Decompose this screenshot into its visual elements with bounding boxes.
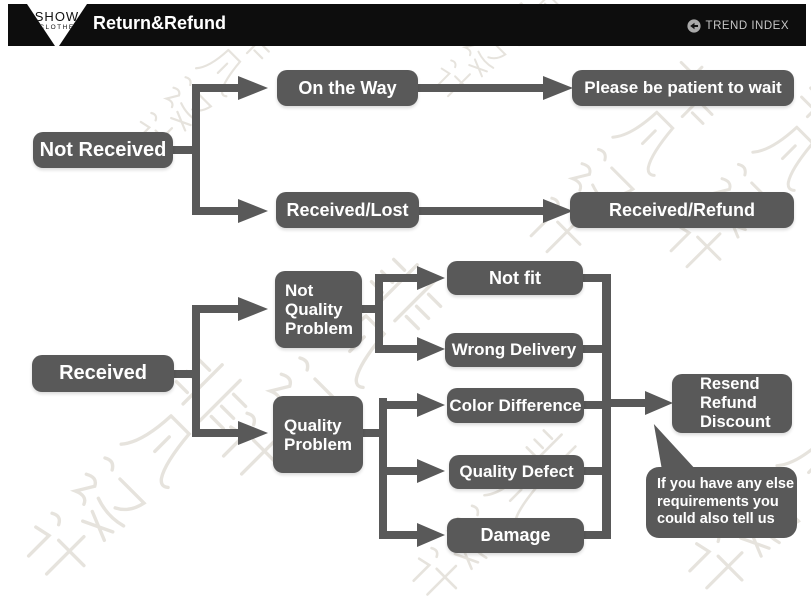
node-received-lost: Received/Lost xyxy=(276,192,419,228)
note-line: If you have any else xyxy=(657,476,795,493)
arrowhead xyxy=(238,421,268,445)
node-label-line: Problem xyxy=(285,319,354,338)
node-received: Received xyxy=(32,355,174,392)
node-label-line: Problem xyxy=(284,434,353,454)
node-label-line: Quality xyxy=(285,300,343,319)
node-not-quality-problem: Not Quality Problem xyxy=(275,271,362,348)
node-damage: Damage xyxy=(447,518,584,553)
connector-line xyxy=(611,399,645,407)
trend-index-badge: TREND INDEX xyxy=(686,19,789,33)
node-not-fit: Not fit xyxy=(447,261,583,295)
connector-line xyxy=(375,274,383,353)
node-wrong-delivery: Wrong Delivery xyxy=(445,333,583,367)
connector-line xyxy=(379,401,417,409)
arrowhead xyxy=(543,76,573,100)
connector-line xyxy=(192,84,200,215)
node-quality-problem: Quality Problem xyxy=(273,396,363,473)
note-line: requirements you xyxy=(657,493,779,510)
connector-line xyxy=(192,305,238,313)
note-bubble: If you have any else requirements you co… xyxy=(646,467,797,538)
arrowhead xyxy=(417,337,445,361)
connector-line xyxy=(583,345,603,353)
connector-line xyxy=(375,274,417,282)
node-on-the-way: On the Way xyxy=(277,70,418,106)
arrowhead xyxy=(417,393,445,417)
arrowhead xyxy=(645,391,673,415)
node-label-line: Refund xyxy=(700,394,757,412)
connector-line xyxy=(375,345,417,353)
connector-line xyxy=(192,305,200,437)
node-received-refund: Received/Refund xyxy=(570,192,794,228)
node-label-line: Resend xyxy=(700,375,760,393)
node-please-wait: Please be patient to wait xyxy=(572,70,794,106)
arrowhead xyxy=(417,266,445,290)
connector-line xyxy=(192,207,238,215)
circle-left-arrow-icon xyxy=(686,19,701,33)
connector-line xyxy=(379,531,417,539)
connector-line xyxy=(602,274,611,539)
node-not-received: Not Received xyxy=(33,132,173,168)
logo-text-clothe: CLOTHE xyxy=(39,24,75,31)
connector-line xyxy=(583,274,603,282)
connector-line xyxy=(584,467,603,475)
arrowhead xyxy=(238,76,268,100)
arrowhead xyxy=(417,523,445,547)
node-resend-refund-discount: Resend Refund Discount xyxy=(672,374,792,433)
arrowhead xyxy=(417,459,445,483)
node-label-line: Quality xyxy=(284,415,342,435)
arrowhead xyxy=(238,297,268,321)
node-quality-defect: Quality Defect xyxy=(449,455,584,489)
connector-line xyxy=(584,531,603,539)
logo-text-show: SHOW xyxy=(34,9,80,24)
connector-line xyxy=(418,84,543,92)
node-color-difference: Color Difference xyxy=(447,388,584,423)
trend-index-label: TREND INDEX xyxy=(705,20,789,32)
connector-line xyxy=(192,84,238,92)
connector-line xyxy=(379,467,417,475)
arrowhead xyxy=(238,199,268,223)
note-line: could also tell us xyxy=(657,511,775,528)
arrowhead xyxy=(543,199,573,223)
node-label-line: Discount xyxy=(700,413,771,431)
node-label-line: Not xyxy=(285,281,314,300)
connector-line xyxy=(419,207,543,215)
page-title: Return&Refund xyxy=(93,13,226,33)
connector-line xyxy=(192,429,238,437)
connector-line xyxy=(584,401,603,409)
